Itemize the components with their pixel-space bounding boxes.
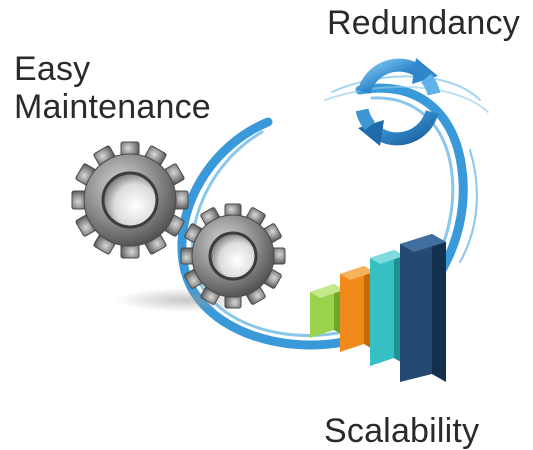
gear-large (71, 141, 189, 259)
refresh-cycle-icon (355, 58, 441, 146)
bar-orange (340, 266, 374, 352)
scalability-label: Scalability (324, 412, 480, 450)
bar-teal (370, 250, 404, 366)
bar-chart-icon (310, 234, 446, 382)
gears-icon (71, 141, 286, 312)
easy-maintenance-label-line1: Easy (14, 50, 91, 88)
gear-small (180, 203, 286, 309)
easy-maintenance-label-line2: Maintenance (14, 88, 211, 126)
bar-navy (400, 234, 446, 382)
redundancy-label: Redundancy (327, 4, 520, 42)
bar-green (310, 284, 344, 338)
